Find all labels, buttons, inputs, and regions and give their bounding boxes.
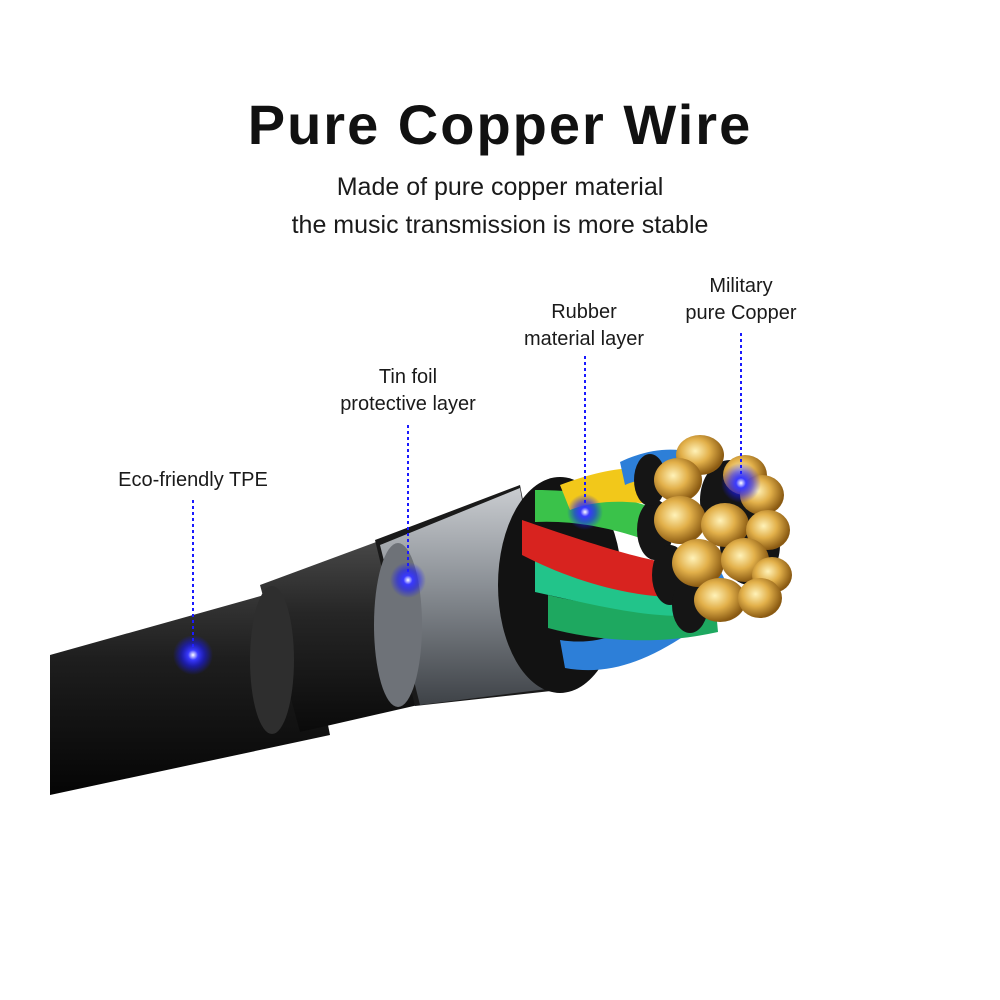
callout-eco-friendly-tpe: Eco-friendly TPE	[93, 467, 293, 494]
callout-text: Tin foil	[378, 366, 438, 388]
marker-dot-copper	[721, 463, 761, 503]
callout-rubber-layer: Rubber material layer	[484, 299, 684, 353]
subtitle-line-2: the music transmission is more stable	[291, 211, 709, 239]
callout-military-copper: Military pure Copper	[641, 273, 841, 327]
marker-dot-tpe	[173, 635, 213, 675]
callout-text: pure Copper	[685, 302, 797, 324]
callout-tin-foil: Tin foil protective layer	[308, 364, 508, 418]
callout-text: Eco-friendly TPE	[118, 469, 268, 491]
page-title: Pure Copper Wire	[247, 93, 753, 156]
callout-text: Military	[709, 275, 773, 297]
callout-text: Rubber	[551, 301, 617, 323]
subtitle-line-1: Made of pure copper material	[336, 173, 664, 201]
wire-red	[522, 520, 682, 598]
marker-dot-rubber	[567, 494, 603, 530]
callout-text: protective layer	[340, 393, 476, 415]
copper-strands	[654, 435, 792, 622]
callout-text: material layer	[523, 328, 645, 350]
marker-dot-tin-foil	[390, 562, 426, 598]
